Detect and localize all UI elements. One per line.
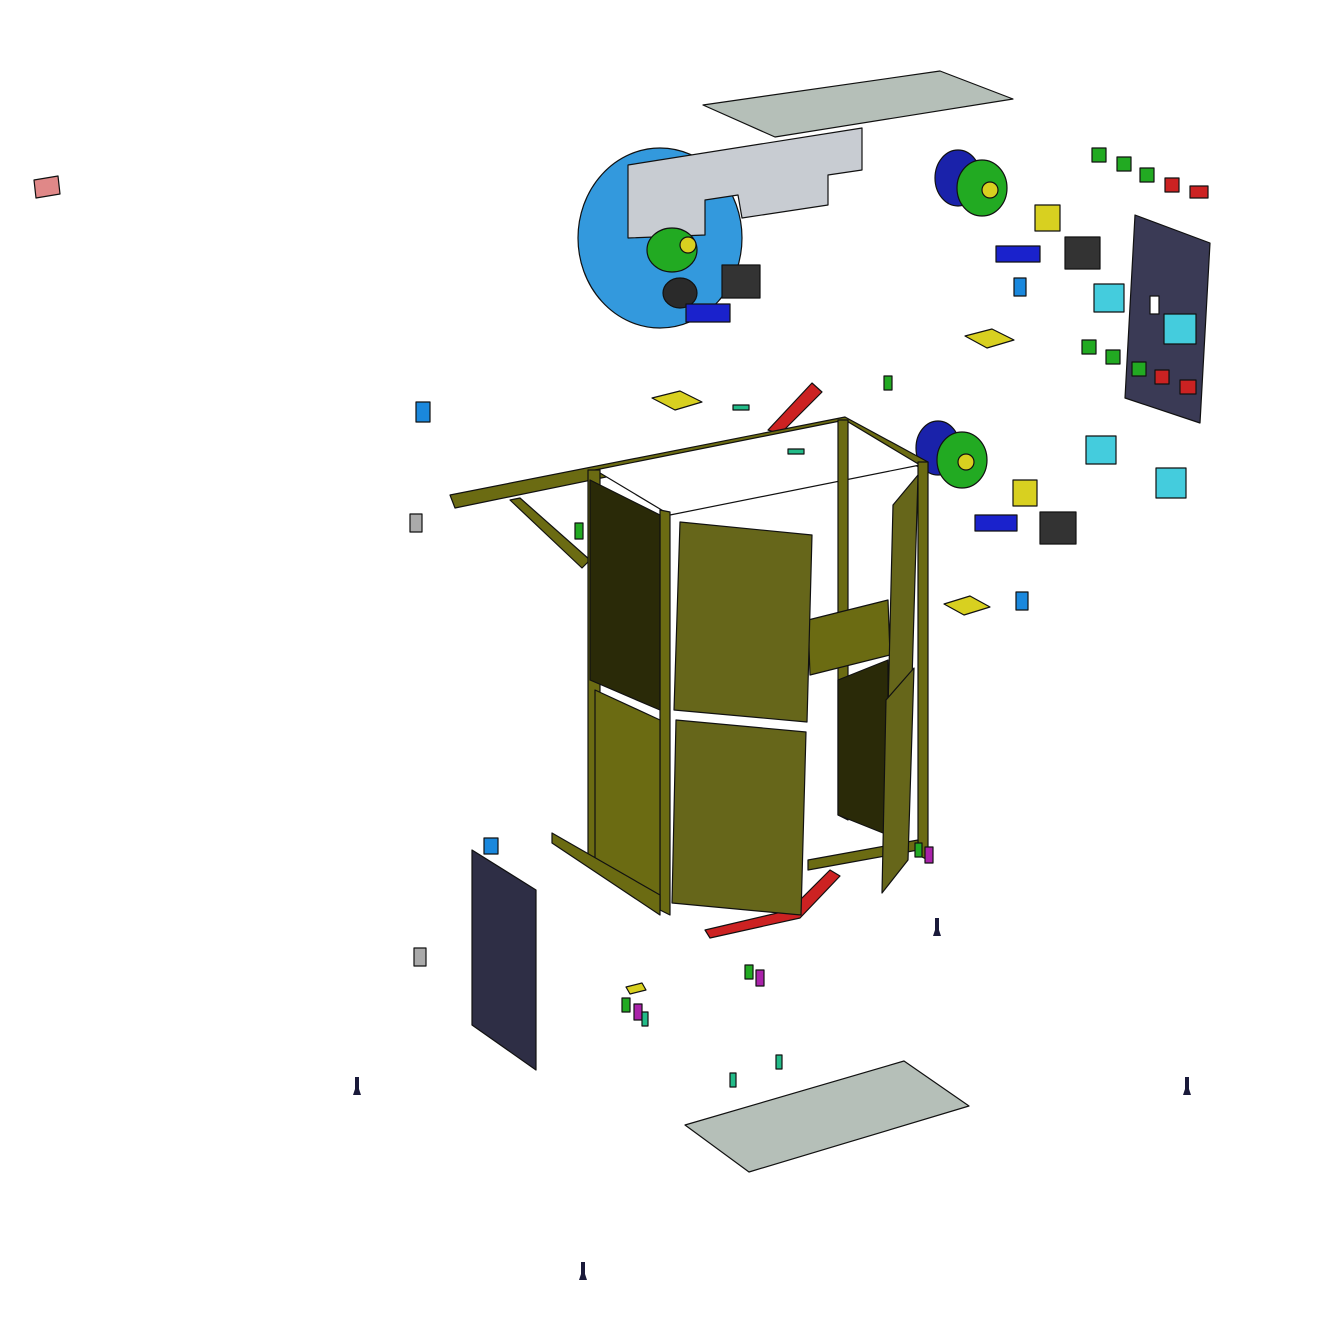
yellow-hub <box>957 453 975 471</box>
yellow-bearing <box>1034 204 1061 232</box>
cabinet-frame <box>449 416 929 916</box>
motor <box>721 264 761 299</box>
cyan-box <box>1163 313 1197 345</box>
cyan-box <box>1085 435 1117 465</box>
foot-icon <box>1183 1077 1191 1095</box>
yellow-hub <box>679 236 697 254</box>
motor-cylinder <box>662 277 698 309</box>
yellow-plate <box>964 328 1015 349</box>
blue-block <box>974 514 1018 532</box>
bottom-plate <box>684 1060 970 1173</box>
yellow-hub <box>981 181 999 199</box>
blue-block <box>685 303 731 323</box>
side-door-lower <box>881 667 915 894</box>
pink-bracket <box>33 175 61 199</box>
motor <box>1064 236 1101 270</box>
blue-block <box>995 245 1041 263</box>
yellow-plate <box>651 390 703 411</box>
top-plate <box>702 70 1014 138</box>
yellow-bearing <box>1012 479 1038 507</box>
side-panel <box>471 849 537 1071</box>
foot-icon <box>933 918 941 936</box>
yellow-plate <box>943 595 991 616</box>
cyan-box <box>1093 283 1125 313</box>
indicator-buttons <box>1081 147 1209 395</box>
foot-icon <box>579 1262 587 1280</box>
leveling-feet <box>353 918 1191 1280</box>
foot-icon <box>353 1077 361 1095</box>
cabinet-door-lower <box>671 719 807 916</box>
cabinet-door-upper <box>673 521 813 723</box>
cyan-box <box>1155 467 1187 499</box>
hinge-parts <box>409 277 1029 1088</box>
white-slot <box>1149 295 1160 315</box>
grey-cover-panel <box>627 127 863 239</box>
motor <box>1039 511 1077 545</box>
